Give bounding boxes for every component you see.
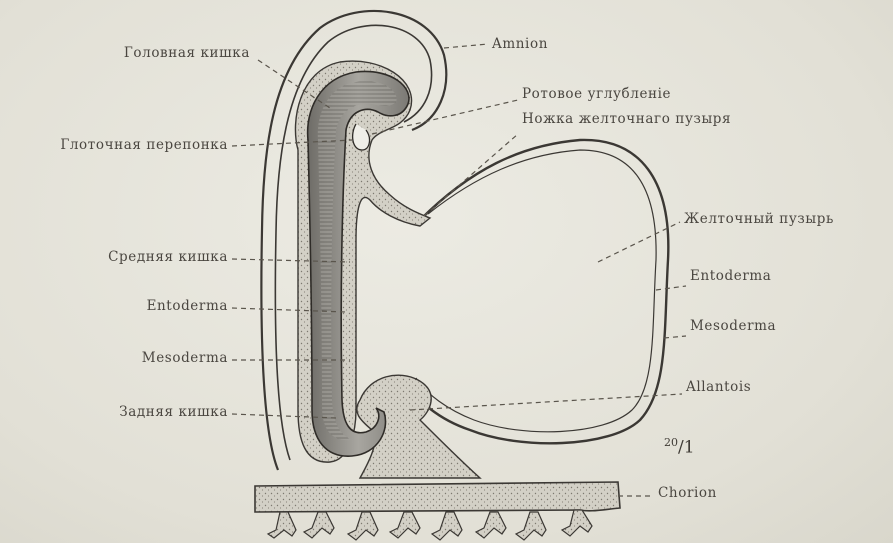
label-glotochnaya-pereponka: Глоточная перепонка [60, 137, 228, 153]
scale-denominator: 1 [684, 438, 695, 458]
label-rotovoe-uglublenie: Ротовое углубленіе [522, 86, 671, 102]
scale-magnification: 20/1 [664, 436, 695, 458]
chorion-band [255, 482, 620, 512]
leader-amnion [444, 44, 488, 48]
scale-numerator: 20 [664, 436, 678, 449]
chorion-villi [268, 510, 592, 540]
label-amnion: Amnion [492, 36, 548, 52]
label-zheltochny-puzyr: Желточный пузырь [684, 211, 834, 227]
leader-entoderma-right [656, 286, 686, 290]
label-srednyaya-kishka: Средняя кишка [108, 249, 228, 265]
label-golovnaya-kishka: Головная кишка [124, 45, 250, 61]
label-allantois: Allantois [686, 379, 751, 395]
label-chorion: Chorion [658, 485, 717, 501]
label-entoderma-left: Entoderma [147, 298, 228, 314]
label-zadnyaya-kishka: Задняя кишка [119, 404, 228, 420]
label-mesoderma-left: Mesoderma [142, 350, 228, 366]
label-mesoderma-right: Mesoderma [690, 318, 776, 334]
leader-nozhka [424, 134, 518, 216]
label-nozhka: Ножка желточнаго пузыря [522, 111, 731, 127]
yolk-sac-outline [405, 140, 668, 443]
leader-mesoderma-right [664, 336, 686, 338]
label-entoderma-right: Entoderma [690, 268, 771, 284]
